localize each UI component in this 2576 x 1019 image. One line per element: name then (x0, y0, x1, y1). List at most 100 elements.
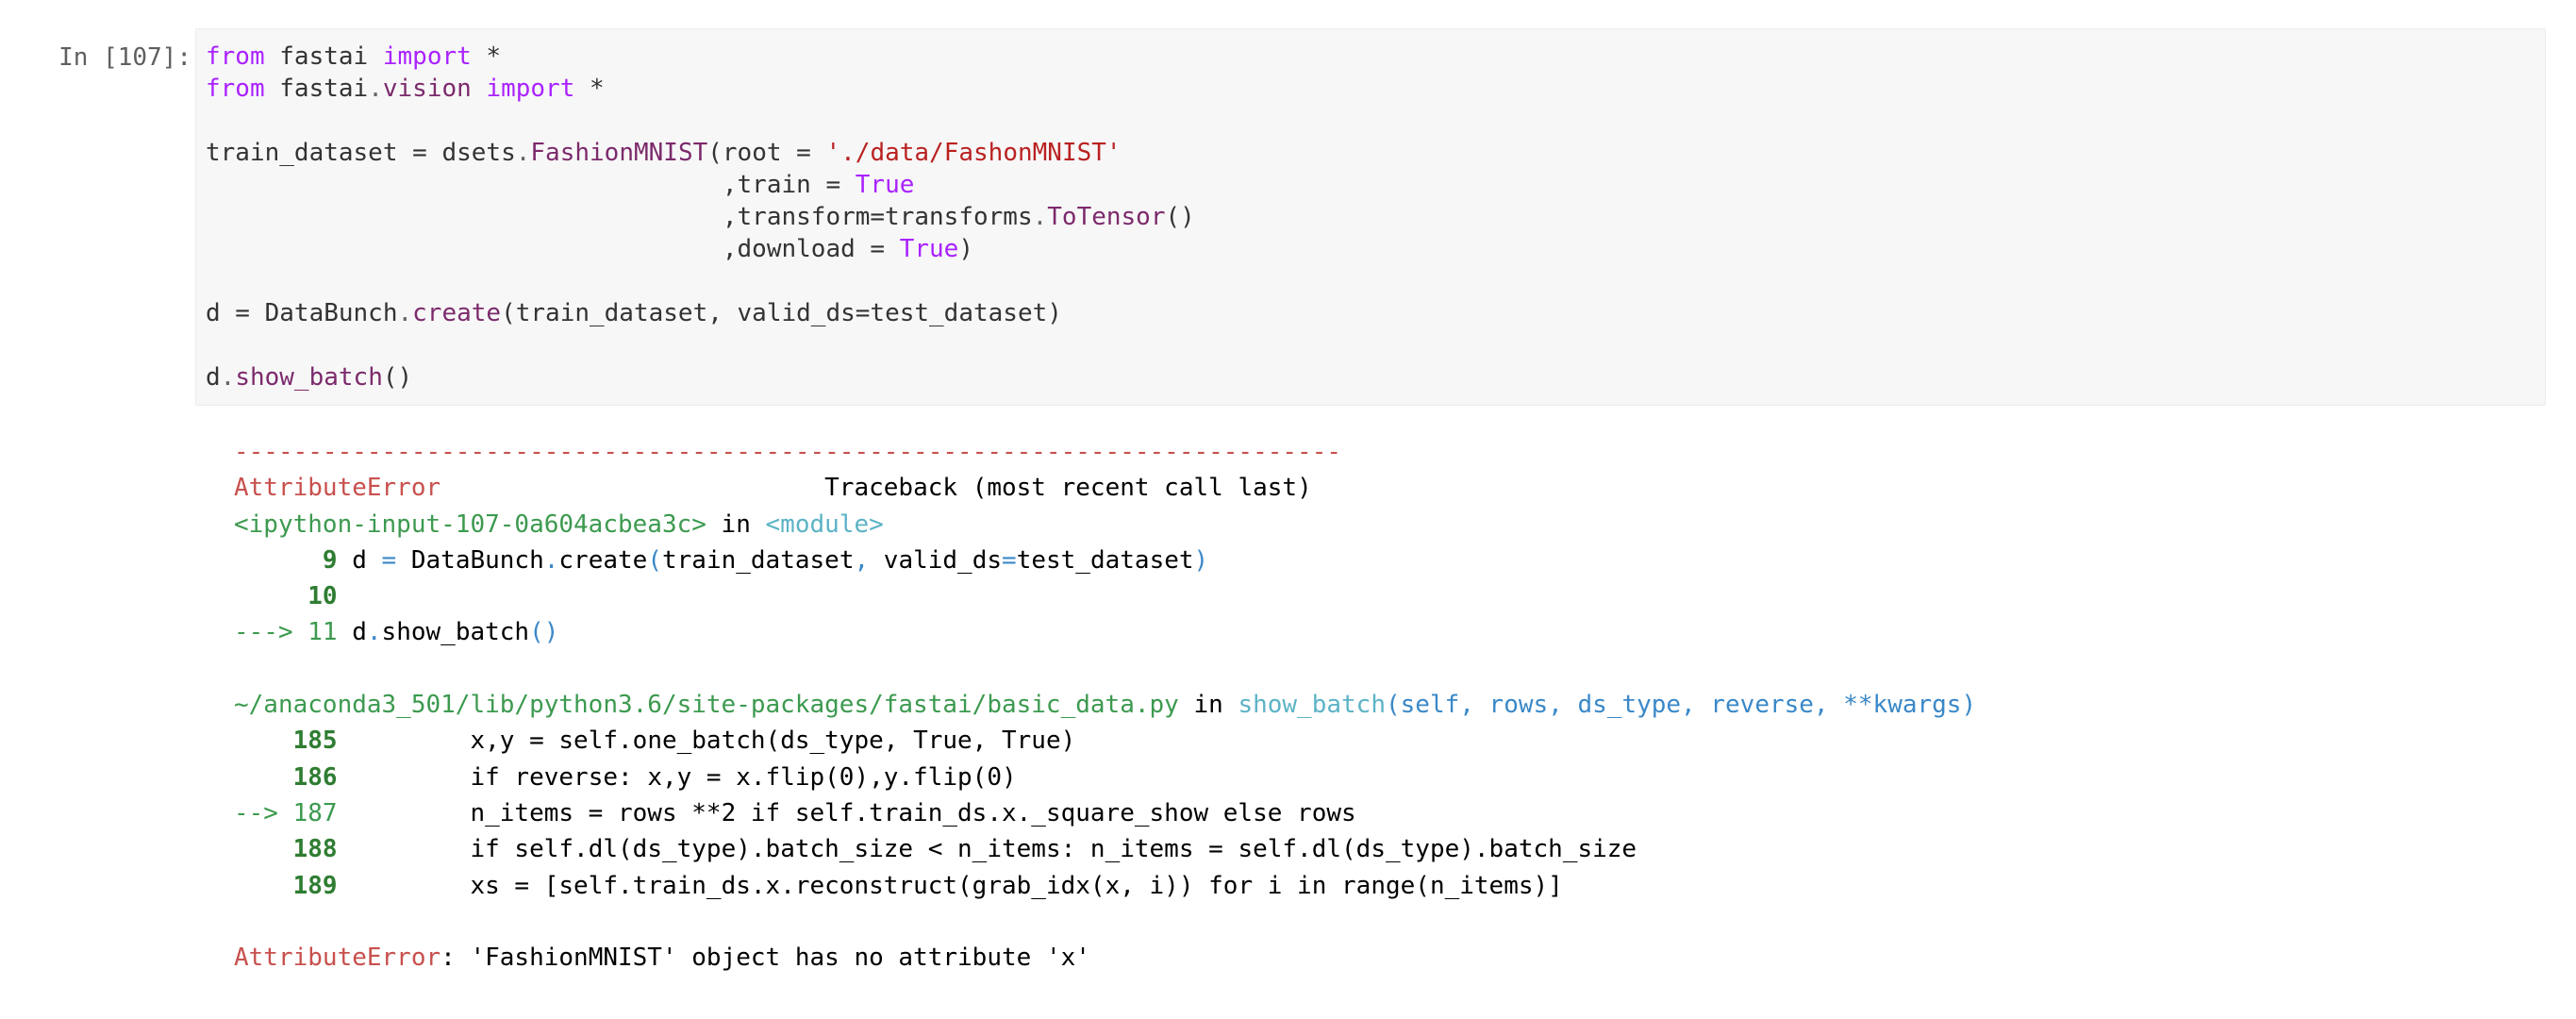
code-text: () (1165, 203, 1195, 231)
attribute: vision (382, 75, 472, 103)
indent (234, 872, 293, 900)
frame-file: ~/anaconda3_501/lib/python3.6/site-packa… (234, 691, 1179, 720)
error-type: AttributeError (234, 474, 441, 503)
code-text: if self.dl(ds_type).batch_size < n_items… (337, 835, 1637, 864)
indent (234, 546, 323, 575)
line-number: 185 (292, 727, 338, 756)
code-line-6: ,transform=transforms.ToTensor() (206, 203, 1195, 231)
indent (234, 727, 293, 755)
frame-func: show_batch (1238, 691, 1386, 720)
operator: = (1002, 545, 1017, 575)
operator: ( (647, 545, 662, 575)
code-text: train_dataset (206, 139, 398, 167)
operator: . (220, 363, 236, 392)
code-text: n_items = rows **2 if self.train_ds.x._s… (337, 798, 1356, 827)
operator: () (529, 618, 559, 647)
code-line-4: train_dataset = dsets.FashionMNIST(root … (206, 139, 1122, 167)
keyword: True (855, 171, 915, 199)
traceback-output: ----------------------------------------… (234, 434, 1976, 976)
line-number: 10 (307, 582, 338, 611)
operator: . (1032, 203, 1048, 231)
indent (206, 203, 723, 231)
frame-in: in (1178, 691, 1238, 720)
traceback-header: AttributeError Traceback (most recent ca… (234, 474, 1312, 502)
indent (234, 582, 307, 610)
code-text: ,download = (722, 235, 900, 263)
spacer (440, 474, 824, 502)
code-text: train_dataset (661, 545, 855, 575)
input-prompt: In [107]: (58, 43, 191, 72)
line-number: 186 (292, 762, 338, 792)
code-text: d (206, 363, 221, 392)
code-text: xs = [self.train_ds.x.reconstruct(grab_i… (337, 871, 1563, 900)
error-message: : 'FashionMNIST' object has no attribute… (440, 944, 1090, 973)
code-text: () (382, 363, 413, 392)
attribute: create (412, 299, 502, 327)
code-text: (train_dataset, valid_ds=test_dataset) (501, 299, 1062, 327)
module-name: fastai (264, 42, 383, 71)
code-text: d (337, 545, 382, 575)
frame-2-line-187: --> 187 n_items = rows **2 if self.train… (234, 799, 1356, 827)
code-text: x,y = self.one_batch(ds_type, True, True… (337, 727, 1076, 756)
code-text: * (471, 42, 502, 71)
operator: . (515, 139, 531, 167)
module-name: fastai (264, 75, 369, 103)
frame-2-line-186: 186 if reverse: x,y = x.flip(0),y.flip(0… (234, 763, 1017, 792)
code-line-7: ,download = True) (206, 235, 973, 263)
code-text: test_dataset (1016, 545, 1194, 575)
code-text: valid_ds (869, 545, 1003, 575)
code-editor[interactable]: from fastai import * from fastai.vision … (206, 41, 1195, 393)
code-text: ) (958, 235, 973, 263)
current-line-arrow: --> 187 (234, 798, 338, 827)
keyword: from (206, 42, 265, 71)
code-input-area[interactable]: from fastai import * from fastai.vision … (195, 28, 2546, 406)
frame-func: <module> (765, 510, 884, 539)
frame-2-line-188: 188 if self.dl(ds_type).batch_size < n_i… (234, 835, 1637, 863)
code-line-1: from fastai import * (206, 42, 501, 71)
operator: = (381, 545, 397, 575)
code-text: = (397, 139, 442, 167)
frame-1-header: <ipython-input-107-0a604acbea3c> in <mod… (234, 510, 884, 539)
indent (234, 763, 293, 792)
error-type: AttributeError (234, 944, 441, 973)
operator: . (368, 75, 383, 103)
code-line-9: d = DataBunch.create(train_dataset, vali… (206, 299, 1062, 327)
code-line-5: ,train = True (206, 171, 915, 199)
line-number: 188 (292, 835, 338, 864)
traceback-rule: ----------------------------------------… (234, 438, 1341, 466)
line-number: 189 (292, 871, 338, 900)
frame-1-line-11: ---> 11 d.show_batch() (234, 618, 558, 646)
code-text: DataBunch (396, 545, 544, 575)
code-text: ,train = (722, 171, 856, 199)
operator: . (543, 545, 559, 575)
code-text: show_batch (381, 618, 530, 647)
keyword: import (382, 42, 472, 71)
operator: ) (1193, 545, 1209, 575)
code-line-11: d.show_batch() (206, 363, 412, 392)
keyword: True (899, 235, 959, 263)
frame-2-line-185: 185 x,y = self.one_batch(ds_type, True, … (234, 727, 1076, 756)
code-text: if reverse: x,y = x.flip(0),y.flip(0) (337, 762, 1017, 792)
string-literal: './data/FashonMNIST' (825, 139, 1122, 167)
keyword: from (206, 75, 265, 103)
code-text: d = DataBunch (206, 299, 398, 327)
operator: , (854, 545, 870, 575)
keyword: import (486, 75, 575, 103)
indent (206, 171, 723, 199)
code-text: d (337, 618, 367, 647)
current-line-arrow: ---> 11 (234, 618, 338, 647)
frame-1-line-10: 10 (234, 582, 338, 611)
attribute: show_batch (235, 363, 383, 392)
frame-2-header: ~/anaconda3_501/lib/python3.6/site-packa… (234, 691, 1976, 719)
line-number: 9 (322, 545, 338, 575)
code-text: dsets (441, 139, 516, 167)
attribute: ToTensor (1047, 203, 1166, 231)
code-text: * (574, 75, 605, 103)
code-text: (root = (707, 139, 826, 167)
code-text: create (558, 545, 648, 575)
frame-1-line-9: 9 d = DataBunch.create(train_dataset, va… (234, 546, 1208, 575)
frame-in: in (706, 510, 766, 539)
code-line-2: from fastai.vision import * (206, 75, 605, 103)
final-error: AttributeError: 'FashionMNIST' object ha… (234, 944, 1090, 972)
operator: . (366, 618, 382, 647)
